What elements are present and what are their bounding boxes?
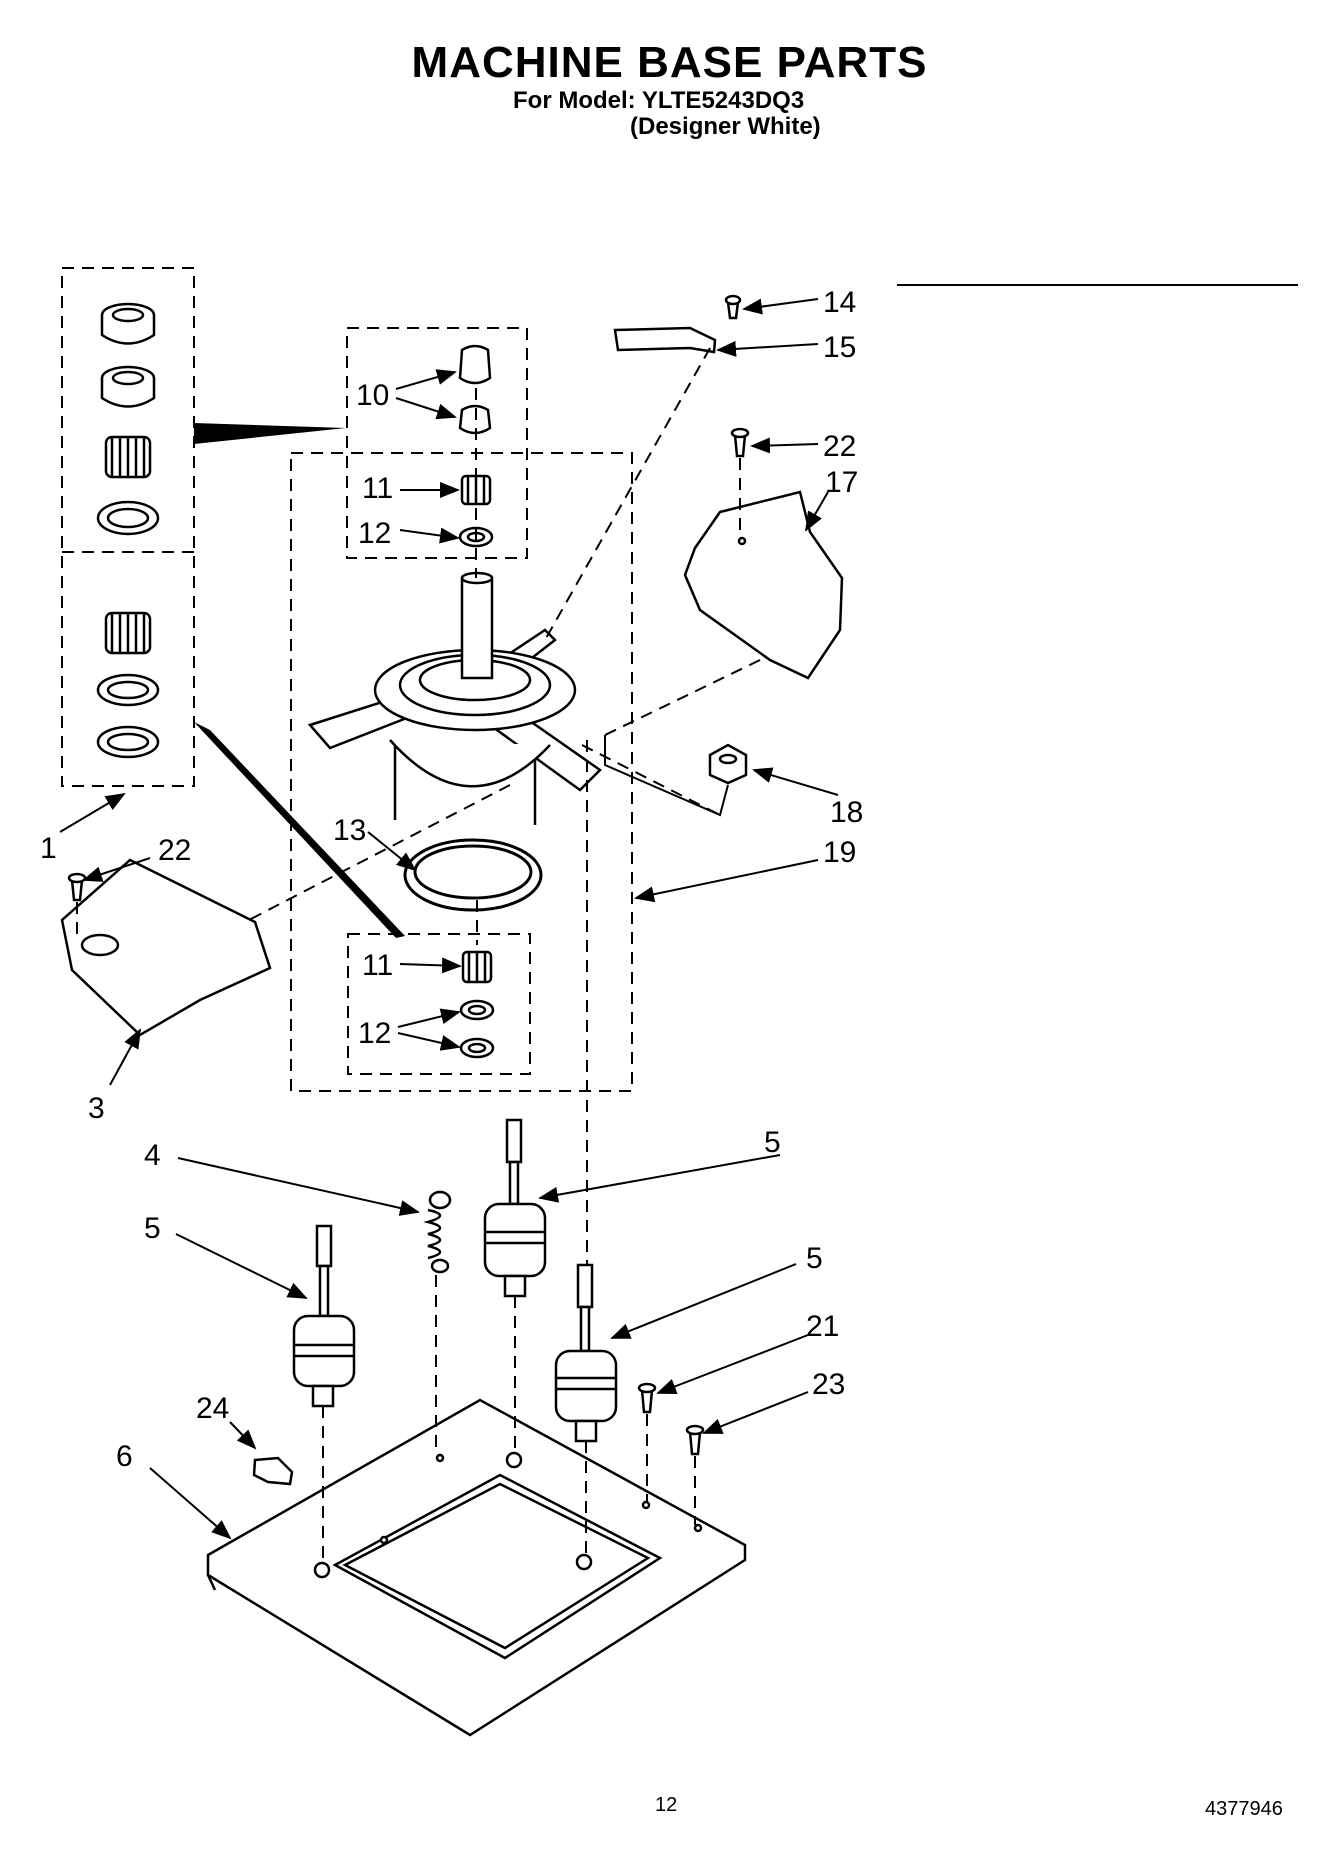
nut-18 bbox=[708, 743, 748, 785]
callout-18: 18 bbox=[830, 796, 863, 829]
callout-17: 17 bbox=[825, 466, 858, 499]
callout-labels: 1 3 4 5 5 5 6 10 11 11 12 12 13 14 15 17… bbox=[40, 286, 863, 1473]
callout-21: 21 bbox=[806, 1310, 839, 1343]
callout-11a: 11 bbox=[362, 472, 393, 505]
drive-belt bbox=[403, 838, 543, 912]
shield-3 bbox=[60, 858, 272, 1037]
pointer-wedge-upper bbox=[194, 423, 346, 444]
drive-assembly bbox=[307, 571, 602, 825]
callout-13: 13 bbox=[333, 814, 366, 847]
machine-base bbox=[206, 1398, 747, 1737]
lower-kit-parts bbox=[459, 950, 495, 1059]
leader-arrows bbox=[59, 298, 839, 1540]
bracket-parts bbox=[613, 294, 742, 354]
callout-5c: 5 bbox=[806, 1242, 823, 1275]
kit-1-parts bbox=[96, 302, 160, 759]
pointer-wedge-lower bbox=[194, 722, 405, 938]
callout-19: 19 bbox=[823, 836, 856, 869]
kit-box-upper bbox=[346, 327, 528, 559]
page-number: 12 bbox=[655, 1794, 678, 1816]
kit-box-19 bbox=[290, 452, 633, 1092]
page-title: MACHINE BASE PARTS bbox=[411, 38, 928, 87]
kit-box-1 bbox=[61, 267, 195, 787]
suspension-struts bbox=[292, 1118, 618, 1443]
callout-15: 15 bbox=[823, 331, 856, 364]
kit-box-lower bbox=[347, 933, 531, 1075]
callout-14: 14 bbox=[823, 286, 856, 319]
wire-18 bbox=[604, 735, 729, 817]
callout-4: 4 bbox=[144, 1139, 161, 1172]
callout-10: 10 bbox=[356, 379, 389, 412]
spring-4 bbox=[423, 1190, 452, 1274]
callout-23: 23 bbox=[812, 1368, 845, 1401]
callout-3: 3 bbox=[88, 1092, 105, 1125]
callout-12a: 12 bbox=[358, 517, 391, 550]
callout-22a: 22 bbox=[823, 430, 856, 463]
callout-6: 6 bbox=[116, 1440, 133, 1473]
callout-5b: 5 bbox=[144, 1212, 161, 1245]
small-fasteners bbox=[252, 1382, 705, 1486]
callout-12b: 12 bbox=[358, 1017, 391, 1050]
callout-24: 24 bbox=[196, 1392, 229, 1425]
callout-22b: 22 bbox=[158, 834, 191, 867]
document-number: 4377946 bbox=[1205, 1798, 1283, 1820]
shield-17 bbox=[683, 427, 844, 680]
callout-5a: 5 bbox=[764, 1126, 781, 1159]
variant-line: (Designer White) bbox=[630, 113, 821, 140]
model-line: For Model: YLTE5243DQ3 bbox=[513, 87, 805, 114]
callout-1: 1 bbox=[40, 832, 57, 865]
callout-11b: 11 bbox=[362, 949, 393, 982]
